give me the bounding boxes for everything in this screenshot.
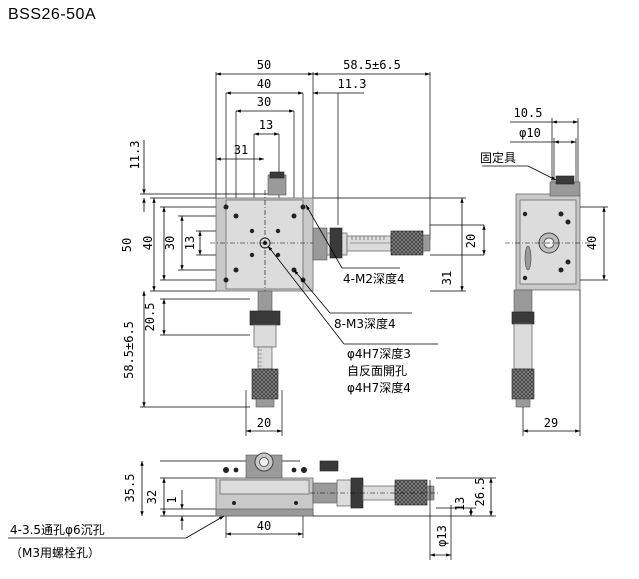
dim-width-50: 50	[257, 58, 271, 72]
front-clamp	[319, 460, 339, 472]
dim-side-10-5: 10.5	[514, 106, 543, 120]
note-m3-tapped: 8-M3深度4	[334, 316, 396, 331]
model-title: BSS26-50A	[8, 6, 97, 23]
dim-front-32: 32	[145, 490, 159, 504]
front-view: 35.5 32 1	[8, 452, 496, 560]
note-h7-line1: φ4H7深度3	[347, 346, 411, 361]
bottom-micrometer	[249, 290, 281, 408]
dim-front-phi-13: φ13	[435, 525, 449, 547]
dim-width-40: 40	[257, 77, 271, 91]
note-mount-line2: （M3用螺栓孔）	[10, 545, 100, 560]
dim-offset-31: 31	[234, 143, 248, 157]
dim-width-30: 30	[257, 95, 271, 109]
top-holes	[223, 204, 306, 283]
dim-v-travel: 58.5±6.5	[122, 321, 136, 379]
dim-travel: 58.5±6.5	[343, 58, 401, 72]
front-stage-top	[219, 479, 310, 495]
dim-v-40: 40	[141, 236, 155, 250]
side-slot	[524, 245, 532, 271]
note-h7-line3: φ4H7深度4	[347, 380, 411, 395]
top-clamp-head	[269, 171, 285, 179]
dim-v-30: 30	[163, 236, 177, 250]
dim-bottom-20: 20	[257, 416, 271, 430]
note-mount-line1: 4-3.5通孔φ6沉孔	[10, 523, 105, 537]
top-leaders	[267, 204, 438, 345]
side-micrometer	[511, 289, 535, 408]
dim-front-1: 1	[165, 496, 179, 503]
note-clamp: 固定具	[480, 150, 516, 165]
top-view: 50 40 30 13 31 58.5±6.5 11.3 11.3 50 40 …	[120, 58, 486, 436]
note-m2-tapped: 4-M2深度4	[343, 271, 405, 286]
right-micrometer	[312, 227, 431, 261]
dim-front-40: 40	[257, 519, 271, 533]
dim-side-29: 29	[544, 416, 558, 430]
dim-front-26-5: 26.5	[473, 478, 487, 507]
dim-v-13: 13	[183, 236, 197, 250]
side-clamp-knob	[555, 175, 575, 185]
dim-side-phi-10: φ10	[519, 126, 541, 140]
side-view: 10.5 φ10 固定具	[480, 106, 608, 436]
dim-width-13: 13	[259, 118, 273, 132]
note-h7-line2: 自反面開孔	[347, 364, 407, 378]
front-stage-base	[215, 508, 314, 517]
dim-micrometer-20: 20	[464, 234, 478, 248]
dim-front-35-5: 35.5	[123, 474, 137, 503]
dim-v-11-3: 11.3	[128, 141, 142, 170]
side-holes	[522, 211, 571, 281]
dim-offset-11-3: 11.3	[338, 77, 367, 91]
dim-v-20-5: 20.5	[143, 303, 157, 332]
dim-v-50: 50	[120, 238, 134, 252]
dim-side-40: 40	[585, 236, 599, 250]
front-holes	[223, 467, 307, 505]
dim-micrometer-31: 31	[440, 271, 454, 285]
dim-front-13: 13	[453, 497, 467, 511]
top-extension-lines	[140, 72, 484, 436]
